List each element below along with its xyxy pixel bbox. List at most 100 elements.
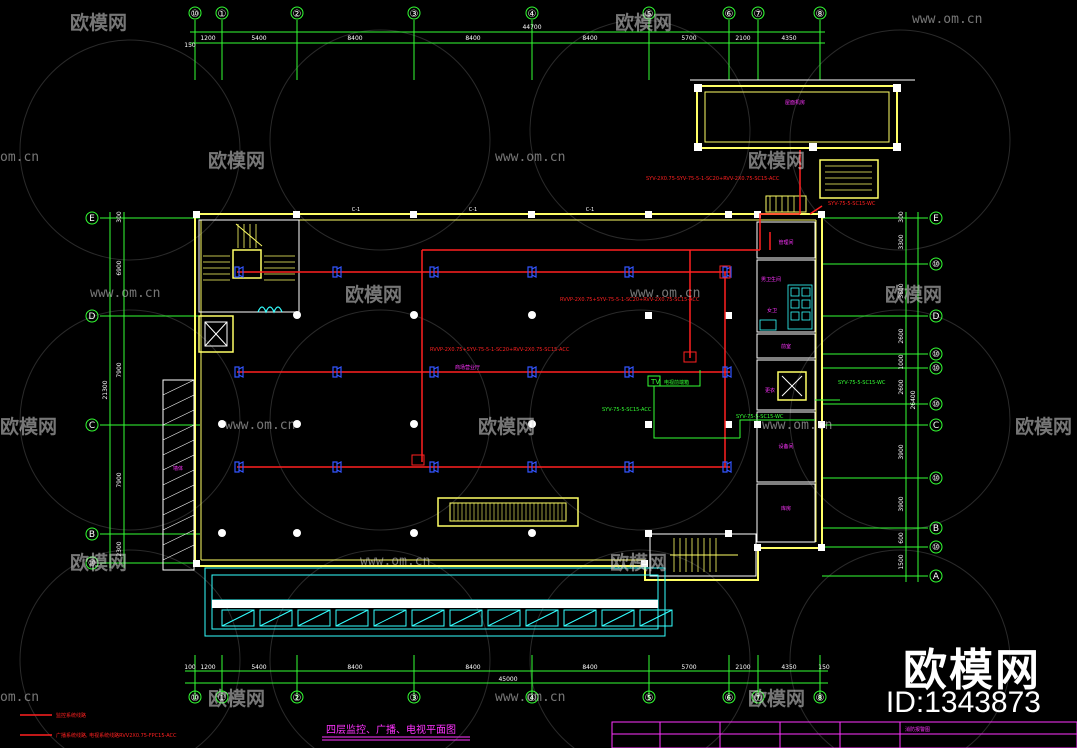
top-dimension: 2100: [735, 35, 750, 42]
speaker-icon: [234, 461, 244, 473]
floor-outline: [194, 213, 823, 581]
watermark-brand: 欧模网: [610, 552, 668, 574]
title-block-label: 消防报警图: [905, 726, 930, 733]
bottom-tail-dimension: 150: [818, 664, 830, 671]
watermark-url: om.cn: [0, 150, 40, 165]
right-axis-letter: ⑩: [932, 543, 940, 553]
bottom-axis-number: ⑩: [191, 693, 200, 704]
watermark-logo-large: 欧模网: [903, 645, 1041, 696]
speaker-icon: [429, 461, 439, 473]
top-dimension: 5400: [251, 35, 266, 42]
right-dimension: 300: [898, 211, 905, 223]
top-axis-number: ④: [528, 9, 537, 20]
right-dimension: 2600: [898, 328, 905, 343]
window-tag: C-1: [352, 207, 360, 213]
cable-label: RVVP-2X0.75+SYV-75-5-1-SC20+RVV-2X0.75-S…: [560, 297, 700, 303]
bottom-dimension: 8400: [465, 664, 480, 671]
legend-entry: 监控系统线路: [56, 712, 86, 719]
speaker-icon: [527, 461, 537, 473]
room-label: 前室: [781, 343, 791, 350]
bottom-dimension: 1200: [200, 664, 215, 671]
upper-room: 屋面机房: [690, 79, 915, 213]
cable-label: SYV-75-5-SC15-ACC: [602, 407, 652, 413]
right-dimension: 3900: [898, 496, 905, 511]
top-axis-number: ①: [218, 9, 227, 20]
tv-lines: [647, 370, 840, 439]
right-dimension: 1000: [898, 354, 905, 369]
room-label: 男卫生间: [761, 276, 781, 283]
speaker-icon: [624, 366, 634, 378]
speaker-icon: [234, 266, 244, 278]
top-dimension: 8400: [582, 35, 597, 42]
round-columns: [218, 311, 536, 537]
top-dimension: 8400: [465, 35, 480, 42]
watermark-url: www.om.cn: [225, 418, 296, 433]
room-label: 库房: [781, 505, 791, 512]
tv-label: 电视前端箱: [664, 379, 689, 386]
bottom-axis-number: ③: [410, 693, 419, 704]
restroom-fixtures: [759, 284, 813, 331]
right-axis-bubbles: [929, 211, 943, 583]
bottom-axis-number: ②: [293, 693, 302, 704]
watermark-circles: [19, 19, 1011, 748]
stair-bottom-right: [649, 533, 757, 577]
balcony-panel-diagonal: [221, 609, 255, 627]
balcony-panel: [487, 609, 521, 627]
speaker-icon: [527, 366, 537, 378]
right-axis-letter: A: [933, 572, 940, 582]
watermark-brand: 欧模网: [70, 12, 128, 34]
top-dimension: 1200: [200, 35, 215, 42]
room-label: 更衣: [765, 387, 775, 394]
left-dimension: 6900: [116, 260, 123, 275]
top-total-dimension: 44700: [522, 24, 541, 31]
right-axis-letters: E ⑩ D ⑩ ⑩ ⑩ C ⑩ B ⑩ A: [932, 214, 940, 582]
right-dimension: 1500: [898, 554, 905, 569]
watermark-url: www.om.cn: [762, 418, 833, 433]
watermark-url: www.om.cn: [630, 286, 701, 301]
top-axis-number: ⑧: [816, 9, 825, 20]
right-room-labels: 管理间 男卫生间 女卫 前室 设备间 库房 更衣: [761, 239, 794, 512]
watermark-url: www.om.cn: [90, 286, 161, 301]
speaker-icon: [234, 366, 244, 378]
top-axis-dimensions: 44700 150 1200 5400 8400 8400 8400 5700 …: [184, 24, 797, 49]
left-axis-grid: [100, 212, 200, 568]
speaker-icon: [527, 266, 537, 278]
cable-label: SYV-75-5-SC15-WC: [736, 414, 784, 420]
balcony-panel: [335, 609, 369, 627]
balcony-panel: [525, 609, 559, 627]
balcony-panel: [639, 609, 673, 627]
right-dimension: 3600: [898, 283, 905, 298]
balcony-sill: [212, 600, 658, 608]
top-axis-grid: [190, 20, 825, 80]
balcony-panel: [449, 609, 483, 627]
escalator: [437, 497, 579, 527]
bottom-axis-numbers: ⑩ ① ② ③ ④ ⑤ ⑥ ⑦ ⑧: [191, 693, 825, 704]
bottom-axis-bubbles: [188, 690, 827, 704]
right-axis-letter: ⑩: [932, 350, 940, 360]
elevator-right: [777, 371, 807, 401]
watermark-brand: 欧模网: [615, 12, 673, 34]
watermark-url: www.om.cn: [912, 12, 983, 27]
watermark-url: om.cn: [0, 690, 40, 705]
balcony-panel: [373, 609, 407, 627]
speaker-icon: [332, 266, 342, 278]
right-axis-grid: [822, 212, 928, 582]
left-axis-letter: ⑩: [88, 559, 96, 569]
right-axis-letter: D: [933, 312, 940, 322]
bottom-dimension: 5400: [251, 664, 266, 671]
speaker-icon: [332, 366, 342, 378]
bottom-total-dimension: 45000: [498, 676, 517, 683]
monitoring-cable-labels: SYV-2X0.75-SYV-75-5-1-SC20+RVV-2X0.75-SC…: [430, 176, 876, 371]
speaker-icon: [722, 461, 732, 473]
right-dimension: 3300: [898, 234, 905, 249]
hall-label: 商场营业厅: [455, 364, 480, 371]
watermark-id: ID:1343873: [885, 686, 1041, 719]
room-label: 管理间: [778, 239, 793, 246]
bottom-lead-dimension: 100: [184, 664, 196, 671]
window-tag: C-1: [469, 207, 477, 213]
speaker-icon: [722, 366, 732, 378]
right-axis-dimensions: 300 3300 3600 2600 1000 2600 3900 3900 6…: [898, 211, 917, 570]
bottom-axis-number: ④: [528, 693, 537, 704]
right-axis-letter: ⑩: [932, 364, 940, 374]
